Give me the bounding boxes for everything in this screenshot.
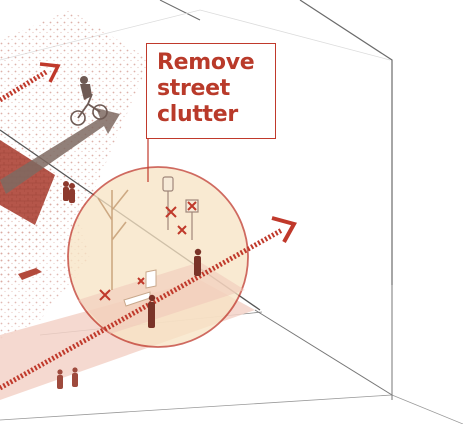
cycle-route-arrow-lower xyxy=(0,227,284,391)
ground-line-right xyxy=(391,394,463,424)
pedestrian-icon xyxy=(148,294,156,328)
highlight-circle xyxy=(67,166,249,348)
street-bin xyxy=(145,269,157,289)
brick-building-base xyxy=(0,140,55,225)
building-edge xyxy=(159,0,201,21)
direction-arrow-icon xyxy=(271,216,297,243)
tree-icon xyxy=(97,189,129,290)
pedestrian-icon xyxy=(57,367,78,389)
callout-title: Remove street clutter xyxy=(157,50,255,127)
stippled-ground-lower xyxy=(0,180,90,340)
road-direction-arrow xyxy=(0,108,120,194)
building-outline xyxy=(299,0,393,285)
direction-arrow-icon xyxy=(39,62,61,83)
pedestrian-icon xyxy=(194,248,202,276)
cycle-route-arrow-upper xyxy=(0,69,48,103)
ground-line-bottom xyxy=(0,394,393,421)
callout-box: Remove street clutter xyxy=(146,43,276,139)
curb-line xyxy=(254,309,393,396)
reclining-figure xyxy=(18,268,42,280)
remove-x-icon xyxy=(99,201,197,301)
pedestrian-icon xyxy=(63,181,75,203)
cyclist-icon xyxy=(70,76,108,126)
